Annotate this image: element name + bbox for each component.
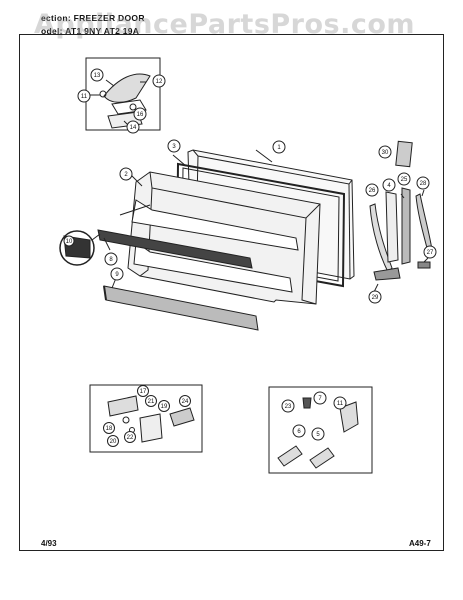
callout-24: 24 bbox=[179, 395, 191, 407]
svg-text:22: 22 bbox=[127, 435, 134, 441]
svg-text:11: 11 bbox=[337, 401, 344, 407]
callout-10: 10 bbox=[63, 235, 75, 247]
callout-13: 13 bbox=[90, 68, 104, 82]
svg-text:4: 4 bbox=[387, 183, 391, 189]
svg-text:1: 1 bbox=[277, 145, 281, 151]
svg-text:9: 9 bbox=[115, 272, 119, 278]
callout-11b: 11 bbox=[333, 396, 347, 410]
callout-16: 16 bbox=[133, 107, 147, 121]
model-line: odel: AT1 9NY AT2 19A bbox=[41, 26, 140, 36]
callout-2: 2 bbox=[119, 167, 133, 181]
svg-text:13: 13 bbox=[94, 73, 101, 79]
svg-text:8: 8 bbox=[109, 257, 113, 263]
callout-markers: 13 12 11 16 14 1 3 2 30 26 4 25 28 27 29… bbox=[63, 68, 437, 447]
callout-20: 20 bbox=[107, 435, 119, 447]
diagram-frame bbox=[19, 34, 444, 551]
callout-17: 17 bbox=[137, 385, 149, 397]
footer-page-code: A49-7 bbox=[409, 539, 431, 548]
inner-door-liner bbox=[119, 171, 321, 305]
svg-text:26: 26 bbox=[369, 188, 376, 194]
svg-text:19: 19 bbox=[161, 404, 168, 410]
callout-26: 26 bbox=[365, 183, 379, 197]
svg-text:20: 20 bbox=[110, 439, 117, 445]
callout-6: 6 bbox=[292, 424, 306, 438]
callout-29: 29 bbox=[368, 290, 382, 304]
callout-14: 14 bbox=[126, 120, 140, 134]
detail-callout-circle bbox=[59, 230, 101, 266]
svg-text:17: 17 bbox=[140, 389, 147, 395]
callout-11: 11 bbox=[77, 89, 91, 103]
callout-21: 21 bbox=[145, 395, 157, 407]
svg-text:23: 23 bbox=[285, 404, 292, 410]
svg-text:29: 29 bbox=[372, 295, 379, 301]
svg-text:28: 28 bbox=[420, 181, 427, 187]
callout-18: 18 bbox=[103, 422, 115, 434]
callout-1: 1 bbox=[272, 140, 286, 154]
bottom-rail bbox=[103, 277, 259, 331]
callout-23: 23 bbox=[281, 399, 295, 413]
svg-text:2: 2 bbox=[124, 172, 128, 178]
callout-12: 12 bbox=[152, 74, 166, 88]
callout-28: 28 bbox=[416, 176, 430, 190]
callout-5: 5 bbox=[311, 427, 325, 441]
inset-lower-handle bbox=[268, 386, 373, 474]
svg-text:27: 27 bbox=[427, 250, 434, 256]
callout-4: 4 bbox=[382, 178, 396, 192]
svg-text:25: 25 bbox=[401, 177, 408, 183]
svg-text:10: 10 bbox=[66, 239, 73, 245]
svg-text:18: 18 bbox=[106, 426, 113, 432]
footer-date: 4/93 bbox=[41, 539, 57, 548]
svg-text:7: 7 bbox=[318, 396, 322, 402]
callout-19: 19 bbox=[158, 400, 170, 412]
section-title: ection: FREEZER DOOR bbox=[41, 13, 145, 23]
shelf-rail bbox=[97, 229, 253, 269]
svg-text:14: 14 bbox=[130, 125, 137, 131]
callout-7: 7 bbox=[313, 391, 327, 405]
callout-8: 8 bbox=[104, 252, 118, 266]
callout-25: 25 bbox=[397, 172, 411, 186]
callout-22: 22 bbox=[124, 431, 136, 443]
svg-text:16: 16 bbox=[137, 112, 144, 118]
svg-text:5: 5 bbox=[316, 432, 320, 438]
svg-text:11: 11 bbox=[81, 94, 88, 100]
door-handle-parts bbox=[369, 140, 433, 293]
callout-30: 30 bbox=[378, 145, 392, 159]
callout-27: 27 bbox=[423, 245, 437, 259]
svg-text:30: 30 bbox=[382, 150, 389, 156]
svg-text:12: 12 bbox=[156, 79, 163, 85]
svg-text:21: 21 bbox=[148, 399, 155, 405]
inset-lower-hinge bbox=[89, 384, 203, 453]
callout-3: 3 bbox=[167, 139, 181, 153]
svg-text:6: 6 bbox=[297, 429, 301, 435]
svg-text:24: 24 bbox=[182, 399, 189, 405]
svg-text:3: 3 bbox=[172, 144, 176, 150]
callout-9: 9 bbox=[110, 267, 124, 281]
